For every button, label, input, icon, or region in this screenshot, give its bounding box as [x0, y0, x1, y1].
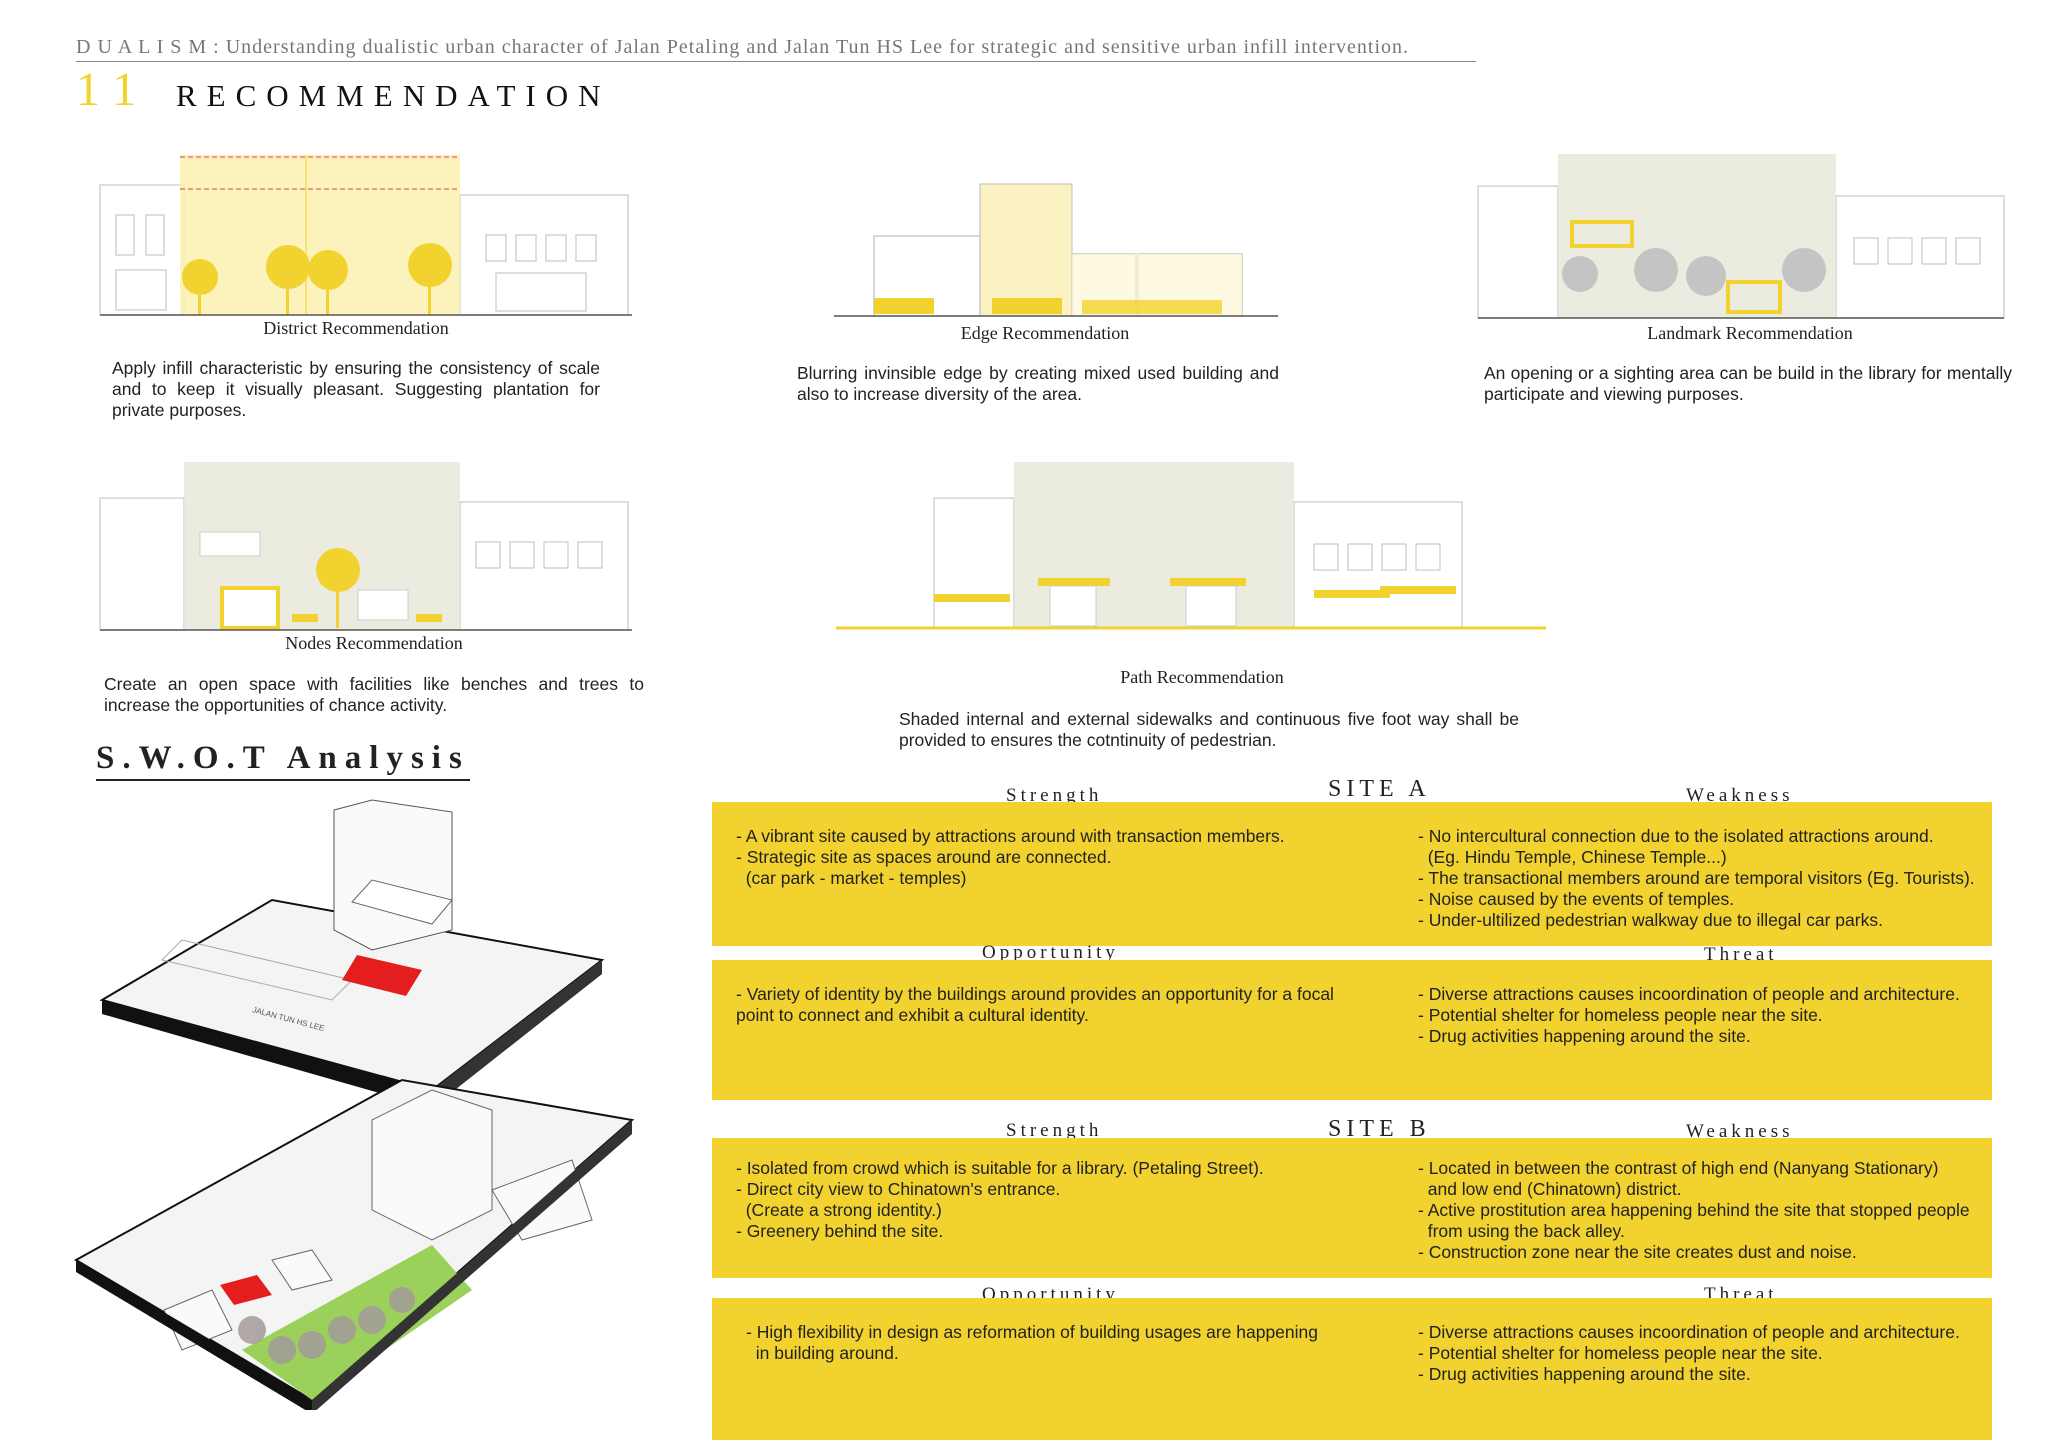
- site-b-weakness-text: - Located in between the contrast of hig…: [1418, 1158, 1970, 1262]
- site-b-opportunity-text: - High flexibility in design as reformat…: [746, 1322, 1319, 1363]
- district-caption: District Recommendation: [263, 318, 449, 338]
- site-a-strength-label: Strength: [1006, 785, 1103, 806]
- site-a-strength-text: - A vibrant site caused by attractions a…: [736, 826, 1285, 888]
- site-a-threat-text: - Diverse attractions causes incoordinat…: [1418, 984, 1960, 1046]
- site-b-label: SITE B: [1328, 1116, 1431, 1142]
- section-title: RECOMMENDATION: [176, 78, 611, 113]
- site-a-ot-panel: - Variety of identity by the buildings a…: [712, 960, 1992, 1100]
- site-a-label: SITE A: [1328, 776, 1431, 802]
- section-number: 11: [76, 63, 151, 116]
- site-a-weakness-label: Weakness: [1686, 785, 1794, 806]
- path-description: Shaded internal and external sidewalks a…: [899, 709, 1519, 750]
- site-b-threat-text: - Diverse attractions causes incoordinat…: [1418, 1322, 1960, 1384]
- site-b-weakness-label: Weakness: [1686, 1121, 1794, 1142]
- landmark-diagram: [1477, 154, 2005, 319]
- district-description: Apply infill characteristic by ensuring …: [112, 358, 600, 420]
- edge-diagram: [834, 183, 1278, 317]
- site-b-sw-panel: - Isolated from crowd which is suitable …: [712, 1138, 1992, 1278]
- document-header: D U A L I S M : Understanding dualistic …: [76, 36, 1476, 62]
- edge-description: Blurring invinsible edge by creating mix…: [797, 363, 1279, 404]
- landmark-description: An opening or a sighting area can be bui…: [1484, 363, 2012, 404]
- site-a-threat-label: Threat: [1704, 944, 1778, 965]
- site-a-opportunity-text: - Variety of identity by the buildings a…: [736, 984, 1334, 1025]
- site-a-sw-panel: - A vibrant site caused by attractions a…: [712, 802, 1992, 946]
- landmark-caption: Landmark Recommendation: [1647, 323, 1853, 343]
- site-axonometric-maps: JALAN TUN HS LEE: [73, 799, 635, 1410]
- site-b-strength-text: - Isolated from crowd which is suitable …: [736, 1158, 1264, 1241]
- path-diagram: [836, 462, 1546, 630]
- nodes-description: Create an open space with facilities lik…: [104, 674, 644, 715]
- site-a-weakness-text: - No intercultural connection due to the…: [1418, 826, 1975, 930]
- edge-caption: Edge Recommendation: [960, 323, 1130, 343]
- site-b-strength-label: Strength: [1006, 1120, 1103, 1141]
- swot-title: S.W.O.T Analysis: [96, 740, 470, 781]
- path-caption: Path Recommendation: [1120, 667, 1284, 687]
- site-b-ot-panel: - High flexibility in design as reformat…: [712, 1298, 1992, 1440]
- nodes-diagram: [99, 462, 632, 631]
- district-diagram: [99, 155, 632, 316]
- nodes-caption: Nodes Recommendation: [285, 633, 463, 653]
- site-a-opportunity-label: Opportunity: [982, 942, 1119, 963]
